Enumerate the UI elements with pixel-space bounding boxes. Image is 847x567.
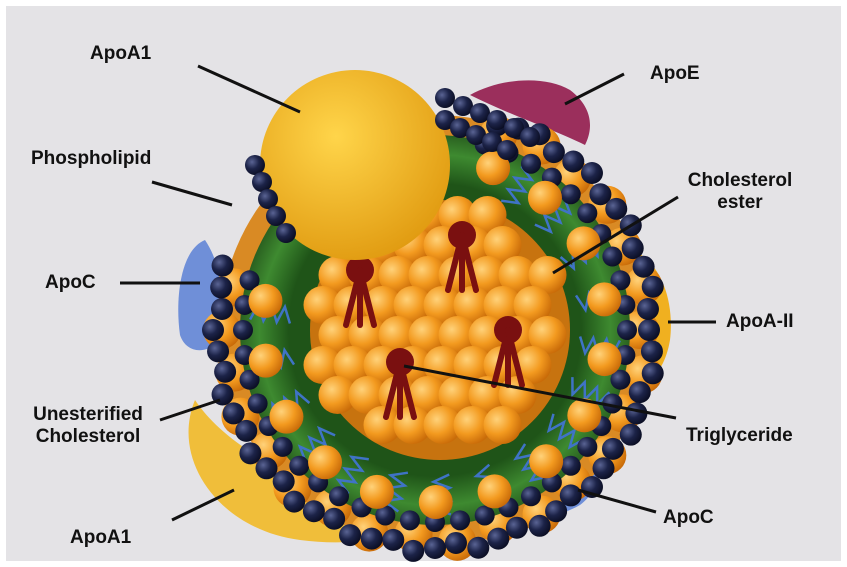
outer-navy-head xyxy=(641,340,663,362)
label-apoc-bottom: ApoC xyxy=(663,507,714,529)
outer-navy-head xyxy=(214,361,236,383)
outer-navy-head xyxy=(239,442,261,464)
phospholipid-head xyxy=(289,456,309,476)
outer-navy-head xyxy=(529,515,551,537)
leader-apoc-bottom xyxy=(578,490,656,512)
leader-phospholipid xyxy=(152,182,232,205)
outer-navy-head xyxy=(255,457,277,479)
phospholipid-head xyxy=(450,510,470,530)
outer-navy-head xyxy=(211,298,233,320)
navy-bead xyxy=(252,172,272,192)
outer-navy-head xyxy=(223,402,245,424)
outer-navy-head xyxy=(487,528,509,550)
phospholipid-head xyxy=(329,486,349,506)
navy-bead xyxy=(497,140,517,160)
outer-navy-head xyxy=(382,529,404,551)
outer-navy-head xyxy=(629,381,651,403)
phospholipid-head xyxy=(248,393,268,413)
phospholipid-head xyxy=(577,203,597,223)
phospholipid-head xyxy=(233,320,253,340)
unesterified-cholesterol-sphere xyxy=(360,475,394,509)
label-cholesterol-ester-line2: ester xyxy=(675,192,805,214)
navy-bead xyxy=(487,110,507,130)
navy-bead xyxy=(435,88,455,108)
outer-navy-head xyxy=(506,517,528,539)
phospholipid-head xyxy=(475,505,495,525)
outer-navy-head xyxy=(581,162,603,184)
cholesterol-ester-sphere xyxy=(484,406,522,444)
outer-navy-head xyxy=(642,362,664,384)
outer-navy-head xyxy=(361,528,383,550)
outer-navy-head xyxy=(605,198,627,220)
outer-navy-head xyxy=(207,340,229,362)
unesterified-cholesterol-sphere xyxy=(269,400,303,434)
unesterified-cholesterol-sphere xyxy=(249,344,283,378)
label-cholesterol-ester: Cholesterol ester xyxy=(675,170,805,214)
navy-bead xyxy=(258,189,278,209)
phospholipid-head xyxy=(273,437,293,457)
unesterified-cholesterol-sphere xyxy=(419,485,453,519)
outer-navy-head xyxy=(543,141,565,163)
outer-navy-head xyxy=(545,500,567,522)
phospholipid-head xyxy=(521,486,541,506)
label-apoa2: ApoA-II xyxy=(726,311,794,333)
outer-navy-head xyxy=(210,276,232,298)
label-unesterified-line2: Cholesterol xyxy=(17,426,159,448)
unesterified-cholesterol-sphere xyxy=(308,445,342,479)
outer-navy-head xyxy=(622,237,644,259)
outer-navy-head xyxy=(323,508,345,530)
outer-navy-head xyxy=(212,255,234,277)
phospholipid-head xyxy=(561,456,581,476)
outer-navy-head xyxy=(642,276,664,298)
label-unesterified-cholesterol: Unesterified Cholesterol xyxy=(17,404,159,448)
unesterified-cholesterol-sphere xyxy=(248,284,282,318)
label-unesterified-line1: Unesterified xyxy=(17,404,159,426)
label-apoc-left: ApoC xyxy=(45,272,96,294)
phospholipid-head xyxy=(577,437,597,457)
phospholipid-head xyxy=(561,184,581,204)
outer-navy-head xyxy=(620,424,642,446)
unesterified-cholesterol-sphere xyxy=(588,342,622,376)
outer-navy-head xyxy=(593,457,615,479)
outer-navy-head xyxy=(202,319,224,341)
label-apoa1-top: ApoA1 xyxy=(90,43,151,65)
label-cholesterol-ester-line1: Cholesterol xyxy=(675,170,805,192)
unesterified-cholesterol-sphere xyxy=(528,181,562,215)
outer-navy-head xyxy=(303,500,325,522)
navy-bead xyxy=(266,206,286,226)
navy-bead xyxy=(276,223,296,243)
leader-apoe xyxy=(565,74,624,104)
phospholipid-head xyxy=(617,320,637,340)
navy-bead xyxy=(520,127,540,147)
unesterified-cholesterol-sphere xyxy=(478,474,512,508)
outer-navy-head xyxy=(637,298,659,320)
outer-navy-head xyxy=(467,537,489,559)
outer-navy-head xyxy=(602,438,624,460)
phospholipid-head xyxy=(602,247,622,267)
label-apoa1-bottom: ApoA1 xyxy=(70,527,131,549)
outer-navy-head xyxy=(633,256,655,278)
label-triglyceride: Triglyceride xyxy=(686,425,793,447)
outer-navy-head xyxy=(562,150,584,172)
outer-navy-head xyxy=(283,491,305,513)
unesterified-cholesterol-sphere xyxy=(529,444,563,478)
outer-navy-head xyxy=(402,540,424,562)
outer-navy-head xyxy=(445,532,467,554)
outer-navy-head xyxy=(339,524,361,546)
label-phospholipid: Phospholipid xyxy=(31,148,151,170)
phospholipid-head xyxy=(400,510,420,530)
outer-navy-head xyxy=(424,537,446,559)
label-apoe: ApoE xyxy=(650,63,700,85)
phospholipid-head xyxy=(521,154,541,174)
unesterified-cholesterol-sphere xyxy=(587,282,621,316)
leader-apoa1-top xyxy=(198,66,300,112)
outer-navy-head xyxy=(638,319,660,341)
